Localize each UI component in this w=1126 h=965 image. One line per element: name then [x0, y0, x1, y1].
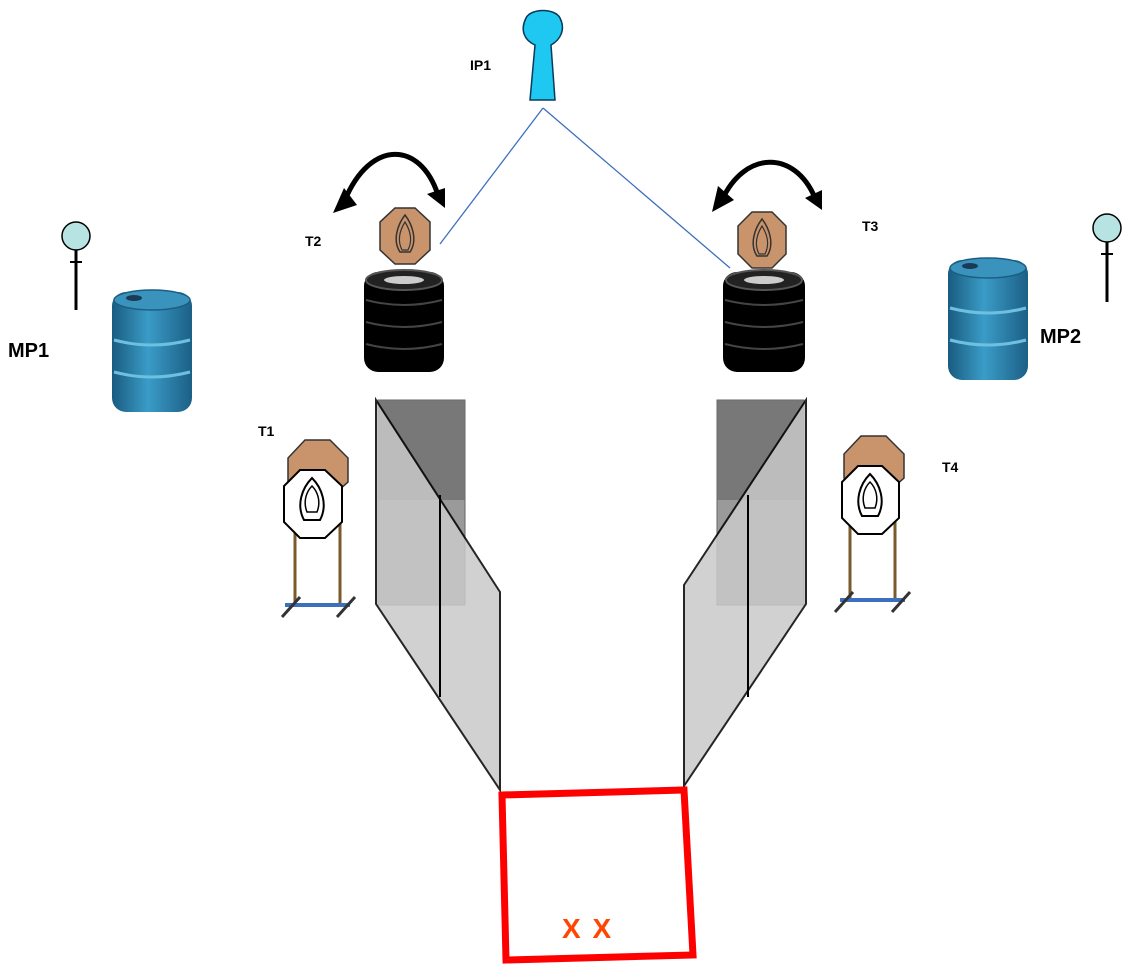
t4-paper-target-icon — [841, 465, 900, 535]
start-position-marks: X X — [562, 913, 613, 944]
t1-paper-target-icon — [283, 469, 343, 539]
mp1-marker-pole-icon — [61, 221, 91, 310]
swing-arrow-icon — [333, 151, 445, 213]
t4-target-stand-icon — [833, 515, 912, 614]
t2-steel-target-icon — [379, 207, 431, 265]
t3-tire-stack-icon — [723, 269, 805, 372]
t2-tire-stack-icon — [364, 269, 444, 372]
mp2-marker-pole-icon — [1092, 213, 1122, 302]
ip1-pole-icon — [439, 9, 731, 269]
start-box — [498, 786, 697, 964]
t3-steel-target-icon — [737, 211, 787, 269]
right-wall-icon — [683, 396, 807, 790]
t1-label: T1 — [258, 423, 275, 439]
sight-line-left — [439, 107, 544, 245]
t4-label: T4 — [942, 459, 959, 475]
barrel-icon — [948, 257, 1028, 380]
mp2-label: MP2 — [1040, 326, 1081, 348]
t3-label: T3 — [862, 218, 879, 234]
barrel-icon — [112, 289, 192, 412]
left-wall-icon — [375, 396, 501, 794]
mp1-label: MP1 — [8, 340, 49, 362]
ip1-label: IP1 — [470, 57, 491, 73]
t2-label: T2 — [305, 233, 322, 249]
sight-line-right — [542, 107, 731, 269]
swing-arrow-icon — [712, 159, 822, 212]
